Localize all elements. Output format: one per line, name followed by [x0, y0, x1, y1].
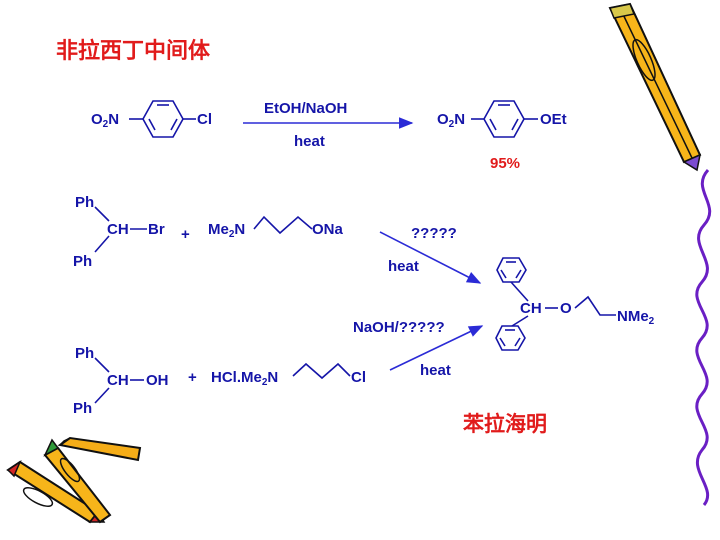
- plus-sign: +: [181, 226, 190, 243]
- phenyl-top-label: Ph: [75, 345, 95, 362]
- ch-center-label: CH: [107, 221, 129, 238]
- sodium-alkoxide-label: ONa: [312, 221, 343, 238]
- pencil-icon: [608, 2, 702, 172]
- hydroxy-label: OH: [146, 372, 169, 389]
- reaction2-condition-top: ?????: [411, 225, 457, 242]
- phenyl-bottom-label: Ph: [73, 253, 93, 270]
- dimethylamino-label: Me2N: [208, 221, 246, 240]
- product-oxygen-label: O: [560, 300, 572, 317]
- reaction3-condition-top: NaOH/?????: [353, 319, 445, 336]
- reaction-arrow-2: [379, 231, 482, 284]
- phenyl-bottom-label: Ph: [73, 400, 93, 417]
- chloro-chain-label: Cl: [351, 369, 366, 386]
- ethoxy-label: OEt: [540, 111, 567, 128]
- product-name-label: 苯拉海明: [463, 412, 547, 436]
- ch-center-label: CH: [107, 372, 129, 389]
- reaction1-condition-top: EtOH/NaOH: [264, 100, 348, 117]
- product-amine-label: NMe2: [617, 308, 655, 327]
- product-ring-upper: [496, 257, 527, 283]
- yield-label: 95%: [490, 155, 521, 172]
- chloro-label: Cl: [197, 111, 212, 128]
- phenyl-top-label: Ph: [75, 194, 95, 211]
- nitro-group-product: O2N: [437, 111, 466, 130]
- slide-title: 非拉西丁中间体: [56, 39, 211, 64]
- nitro-group-reactant: O2N: [91, 111, 120, 130]
- product-ring-lower: [495, 325, 526, 351]
- reaction3-condition-bottom: heat: [420, 362, 451, 379]
- bromo-label: Br: [148, 221, 165, 238]
- hcl-salt-label: HCl.Me2N: [211, 369, 279, 388]
- ribbon-icon: [695, 168, 712, 506]
- reaction2-condition-bottom: heat: [388, 258, 419, 275]
- pencils-icon: [6, 436, 142, 524]
- product-ch-label: CH: [520, 300, 542, 317]
- reaction-arrow-3: [389, 325, 484, 371]
- plus-sign: +: [188, 369, 197, 386]
- reaction1-condition-bottom: heat: [294, 133, 325, 150]
